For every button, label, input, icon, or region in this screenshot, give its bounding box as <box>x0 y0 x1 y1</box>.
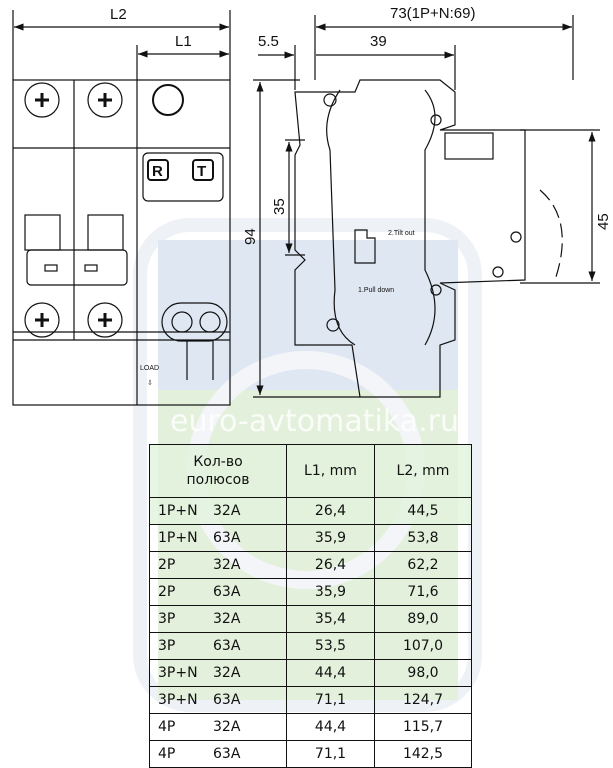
table-row: 4P 63A 71,1 142,5 <box>149 740 472 768</box>
poles-value: 3P <box>158 611 176 627</box>
cell-l2: 142,5 <box>374 740 472 768</box>
table-row: 2P 63A 35,9 71,6 <box>149 578 472 606</box>
reset-button-label: R <box>152 163 163 180</box>
poles-value: 3P <box>158 638 176 654</box>
load-label: LOAD <box>140 365 159 372</box>
current-value: 32A <box>213 611 241 627</box>
pull-down-note: 1.Pull down <box>358 287 394 294</box>
current-value: 32A <box>213 719 241 735</box>
current-value: 63A <box>213 692 241 708</box>
dim-l2-label: L2 <box>110 6 127 23</box>
cell-l1: 71,1 <box>286 740 375 768</box>
cell-l2: 124,7 <box>374 686 472 714</box>
dim-offset-label: 5.5 <box>258 33 279 50</box>
cell-poles: 3P+N 63A <box>149 686 287 714</box>
poles-value: 2P <box>158 557 176 573</box>
load-arrow-icon: ⇩ <box>147 379 153 387</box>
poles-value: 4P <box>158 746 176 762</box>
cell-poles: 1P+N 32A <box>149 497 287 525</box>
cell-l1: 35,9 <box>286 524 375 552</box>
cell-l2: 62,2 <box>374 551 472 579</box>
breaker-dimension-drawing: L2 L1 R T LOAD ⇩ 73(1P+N:69) 39 5.5 94 3… <box>12 5 612 406</box>
current-value: 32A <box>213 557 241 573</box>
poles-value: 1P+N <box>158 530 198 546</box>
cell-l2: 71,6 <box>374 578 472 606</box>
table-row: 3P 63A 53,5 107,0 <box>149 632 472 660</box>
poles-value: 2P <box>158 584 176 600</box>
header-l2: L2, mm <box>374 444 472 498</box>
dim-depth-label: 39 <box>370 33 387 50</box>
table-row: 2P 32A 26,4 62,2 <box>149 551 472 579</box>
watermark-text: euro-avtomatika.ru <box>170 404 459 439</box>
side-view: 73(1P+N:69) 39 5.5 94 35 45 2.Tilt out 1… <box>242 5 612 398</box>
cell-poles: 4P 32A <box>149 713 287 741</box>
cell-poles: 3P 63A <box>149 632 287 660</box>
cell-l2: 44,5 <box>374 497 472 525</box>
table-header-row: Кол-во полюсов L1, mm L2, mm <box>149 444 472 498</box>
current-value: 63A <box>213 638 241 654</box>
dim-front-label: 45 <box>595 213 612 230</box>
cell-poles: 4P 63A <box>149 740 287 768</box>
front-view: L2 L1 R T LOAD ⇩ <box>12 6 231 406</box>
dimensions-table: Кол-во полюсов L1, mm L2, mm 1P+N 32A 26,4… <box>149 444 472 768</box>
cell-l1: 26,4 <box>286 497 375 525</box>
header-poles-line2: полюсов <box>186 472 250 488</box>
table-row: 3P+N 32A 44,4 98,0 <box>149 659 472 687</box>
test-button-label: T <box>197 163 206 180</box>
cell-l1: 26,4 <box>286 551 375 579</box>
poles-value: 3P+N <box>158 692 198 708</box>
table-row: 4P 32A 44,4 115,7 <box>149 713 472 741</box>
cell-l2: 115,7 <box>374 713 472 741</box>
current-value: 63A <box>213 530 241 546</box>
poles-value: 1P+N <box>158 503 198 519</box>
cell-l2: 107,0 <box>374 632 472 660</box>
cell-poles: 2P 63A <box>149 578 287 606</box>
header-poles: Кол-во полюсов <box>149 444 287 498</box>
dim-l1-label: L1 <box>175 33 192 50</box>
current-value: 63A <box>213 746 241 762</box>
dim-rail-label: 35 <box>271 198 288 215</box>
cell-l1: 44,4 <box>286 713 375 741</box>
poles-value: 3P+N <box>158 665 198 681</box>
cell-l1: 53,5 <box>286 632 375 660</box>
table-row: 1P+N 63A 35,9 53,8 <box>149 524 472 552</box>
dim-width-label: 73(1P+N:69) <box>390 5 475 22</box>
cell-poles: 1P+N 63A <box>149 524 287 552</box>
current-value: 32A <box>213 503 241 519</box>
table-row: 3P 32A 35,4 89,0 <box>149 605 472 633</box>
current-value: 32A <box>213 665 241 681</box>
header-poles-line1: Кол-во <box>193 454 243 470</box>
cell-l1: 71,1 <box>286 686 375 714</box>
dim-height-label: 94 <box>242 228 259 245</box>
cell-l1: 35,4 <box>286 605 375 633</box>
table-row: 1P+N 32A 26,4 44,5 <box>149 497 472 525</box>
table-row: 3P+N 63A 71,1 124,7 <box>149 686 472 714</box>
cell-l2: 98,0 <box>374 659 472 687</box>
current-value: 63A <box>213 584 241 600</box>
cell-l2: 53,8 <box>374 524 472 552</box>
cell-l1: 44,4 <box>286 659 375 687</box>
cell-l1: 35,9 <box>286 578 375 606</box>
cell-poles: 3P 32A <box>149 605 287 633</box>
cell-l2: 89,0 <box>374 605 472 633</box>
tilt-out-note: 2.Tilt out <box>388 230 415 237</box>
cell-poles: 3P+N 32A <box>149 659 287 687</box>
poles-value: 4P <box>158 719 176 735</box>
cell-poles: 2P 32A <box>149 551 287 579</box>
header-l1: L1, mm <box>286 444 375 498</box>
